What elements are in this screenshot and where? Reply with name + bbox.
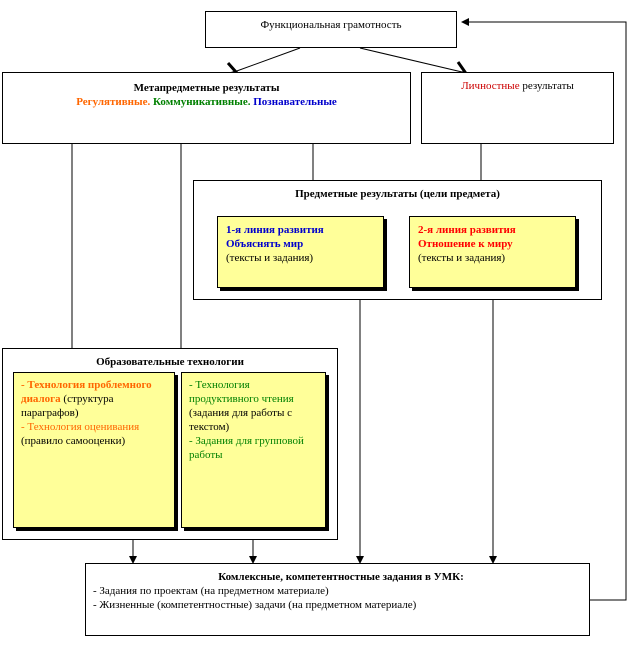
- development-line-1: 1-я линия развития Объяснять мир (тексты…: [217, 216, 384, 288]
- subject-results-title: Предметные результаты (цели предмета): [295, 188, 500, 200]
- complex-tasks-box: Комлексные, компетентностные задания в У…: [85, 563, 590, 636]
- personal-results-box: Личностные результаты: [421, 72, 614, 144]
- group-work-tasks: - Задания для групповой работы: [189, 435, 304, 461]
- line1-subheading: Объяснять мир: [226, 238, 304, 250]
- arrow-top-to-personal: [359, 47, 463, 73]
- complex-tasks-title: Комлексные, компетентностные задания в У…: [218, 571, 464, 583]
- regulative-label: Регулятивные: [76, 96, 148, 108]
- functional-literacy-box: Функциональная грамотность: [205, 11, 457, 48]
- line1-note: (тексты и задания): [226, 252, 314, 264]
- development-line-2: 2-я линия развития Отношение к миру (тек…: [409, 216, 576, 288]
- line2-subheading: Отношение к миру: [418, 238, 513, 250]
- communicative-label: Коммуникативные: [152, 96, 248, 108]
- arrow-top-to-meta: [233, 47, 301, 73]
- complex-tasks-item-2: - Жизненные (компетентностные) задачи (н…: [93, 599, 417, 611]
- cognitive-label: Познавательные: [253, 96, 337, 108]
- tech-left-item-2: - Технология оценивания (правило самооце…: [21, 421, 140, 447]
- functional-literacy-label: Функциональная грамотность: [260, 19, 402, 31]
- personal-word: Личностные: [461, 80, 520, 92]
- problem-dialogue-tech: - Технология проблемного диалога: [21, 379, 152, 405]
- line2-note: (тексты и задания): [418, 252, 506, 264]
- personal-results-title: Личностные результаты: [461, 80, 574, 92]
- line2-heading: 2-я линия развития: [418, 224, 516, 236]
- tech-left-item-1: - Технология проблемного диалога (структ…: [21, 379, 152, 419]
- tech-right-box: - Технология продуктивного чтения (задан…: [181, 372, 326, 528]
- line1-heading: 1-я линия развития: [226, 224, 324, 236]
- tech-right-item-1: - Технология продуктивного чтения (задан…: [189, 379, 294, 433]
- tech-left-box: - Технология проблемного диалога (структ…: [13, 372, 175, 528]
- meta-results-box: Метапредметные результаты Регулятивные. …: [2, 72, 411, 144]
- meta-results-title: Метапредметные результаты: [133, 82, 280, 94]
- complex-tasks-item-1: - Задания по проектам (на предметном мат…: [93, 585, 329, 597]
- assessment-tech: - Технология оценивания: [21, 421, 140, 433]
- edu-tech-title: Образовательные технологии: [96, 356, 244, 368]
- productive-reading-tech: - Технология продуктивного чтения: [189, 379, 294, 405]
- meta-results-kinds: Регулятивные. Коммуникативные. Познавате…: [76, 96, 337, 108]
